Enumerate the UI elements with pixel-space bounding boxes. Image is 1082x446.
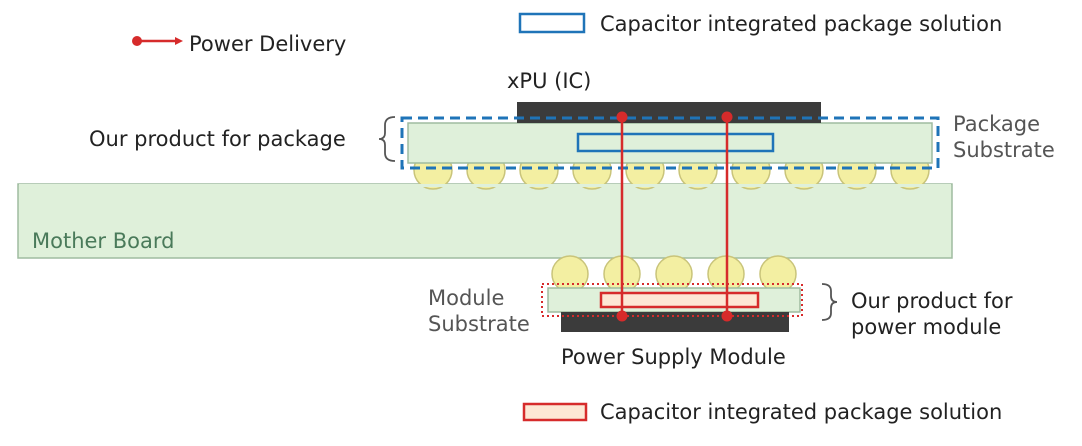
- power-supply-module-label: Power Supply Module: [561, 345, 786, 369]
- capacitor-blue-swatch-icon: [518, 12, 586, 34]
- module-bumps: [551, 255, 797, 293]
- legend-capacitor-red: Capacitor integrated package solution: [522, 400, 1002, 424]
- package-substrate-label-2: Substrate: [953, 138, 1055, 162]
- mother-board-label: Mother Board: [32, 229, 174, 253]
- legend-capacitor-blue: Capacitor integrated package solution: [518, 12, 1002, 36]
- package-capacitor: [576, 132, 775, 153]
- module-dotted-outline: [541, 283, 803, 317]
- solder-bump: [655, 255, 693, 293]
- our-product-power-label-2: power module: [851, 315, 1001, 339]
- power-delivery-label: Power Delivery: [189, 32, 346, 56]
- mother-board: [17, 183, 953, 259]
- package-dashed-outline: [400, 116, 940, 170]
- legend-power-delivery: Power Delivery: [132, 32, 346, 56]
- power-node: [721, 310, 733, 322]
- xpu-label: xPU (IC): [507, 69, 591, 93]
- power-delivery-paths: [616, 111, 733, 322]
- xpu-chip: [517, 102, 821, 123]
- module-capacitor: [599, 291, 760, 309]
- capacitor-red-swatch-icon: [522, 402, 588, 422]
- package-substrate-label-1: Package: [953, 112, 1040, 136]
- solder-bump: [551, 255, 589, 293]
- power-node: [616, 310, 628, 322]
- capacitor-blue-label: Capacitor integrated package solution: [600, 12, 1002, 36]
- power-node: [721, 111, 733, 123]
- power-node: [616, 111, 628, 123]
- package-brace: [378, 116, 396, 162]
- capacitor-red-label: Capacitor integrated package solution: [600, 400, 1002, 424]
- our-product-power-label-1: Our product for: [851, 289, 1013, 313]
- our-product-package-label: Our product for package: [89, 127, 346, 151]
- power-module-brace: [821, 283, 838, 321]
- solder-bump: [759, 255, 797, 293]
- power-supply-chip: [561, 312, 789, 332]
- module-substrate-label-2: Substrate: [428, 312, 530, 336]
- module-substrate-label-1: Module: [428, 286, 504, 310]
- power-delivery-arrow-icon: [175, 37, 183, 45]
